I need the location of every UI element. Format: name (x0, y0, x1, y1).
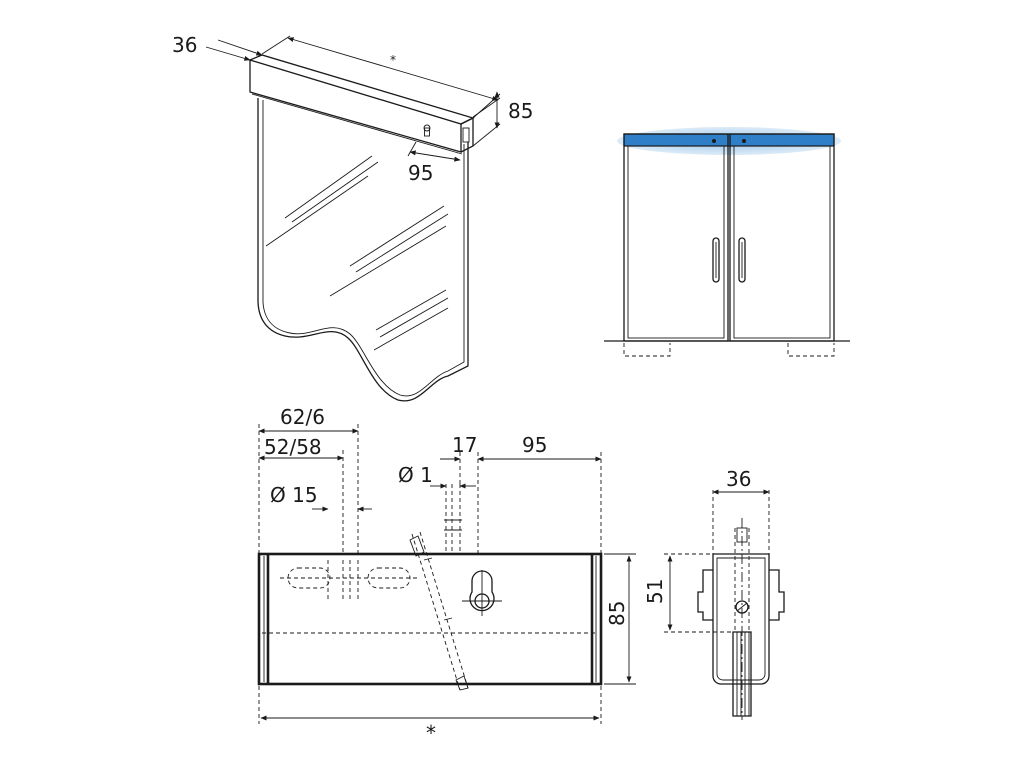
rail-keyhole-left-icon (712, 139, 716, 143)
rail-front-face (249, 60, 462, 153)
front-rail-body (257, 552, 603, 686)
rail-end-face (460, 116, 474, 153)
rail-end-slot (462, 127, 470, 143)
glass-panel-edge (262, 100, 465, 397)
front-dim-85: 85 (605, 601, 629, 626)
rail-keyhole-right-icon (742, 139, 746, 143)
right-door-handle (738, 237, 746, 283)
front-dim-1: Ø 1 (398, 463, 433, 487)
front-dim-95: 95 (522, 433, 547, 457)
left-door (623, 133, 729, 342)
side-section-view: 36 51 (643, 467, 785, 720)
rail-keyhole-icon (423, 124, 431, 137)
front-dim-17: 17 (452, 433, 477, 457)
bolt-icon (735, 600, 749, 614)
door-elevation-view (604, 127, 850, 357)
clamp-left (697, 569, 713, 621)
depth-dim-line (217, 39, 263, 56)
glass-section (409, 531, 469, 691)
highlighted-rail (623, 133, 835, 147)
keyhole-icon (462, 570, 502, 616)
iso-height-label: 85 (508, 99, 533, 123)
clamp-right (769, 569, 785, 621)
side-dim-51: 51 (643, 579, 667, 604)
floor-pivot-left (623, 343, 671, 357)
right-door (729, 133, 835, 342)
front-view: 62/6 52/58 Ø 15 17 95 Ø 1 85 * (257, 405, 636, 745)
front-dim-62-6: 62/6 (280, 405, 325, 429)
isometric-view: 36 * 85 95 (172, 33, 533, 402)
glass-panel-outline (257, 98, 469, 402)
front-dim-length: * (426, 721, 436, 745)
iso-length-label: * (390, 53, 396, 67)
side-profile-outline (712, 553, 770, 685)
side-dim-36: 36 (726, 467, 751, 491)
front-dim-52-58: 52/58 (264, 435, 322, 459)
rail-top-face (248, 54, 475, 125)
iso-depth-label: 36 (172, 33, 197, 57)
length-dim-line (287, 37, 499, 101)
offset-dim-line (409, 150, 461, 162)
floor-pivot-right (787, 343, 835, 357)
glass-reflections (265, 155, 449, 351)
screw-hole-projection (444, 484, 462, 554)
iso-offset-label: 95 (408, 161, 433, 185)
front-dim-15: Ø 15 (270, 483, 318, 507)
left-door-handle (712, 237, 720, 283)
mounting-slots (280, 560, 418, 600)
